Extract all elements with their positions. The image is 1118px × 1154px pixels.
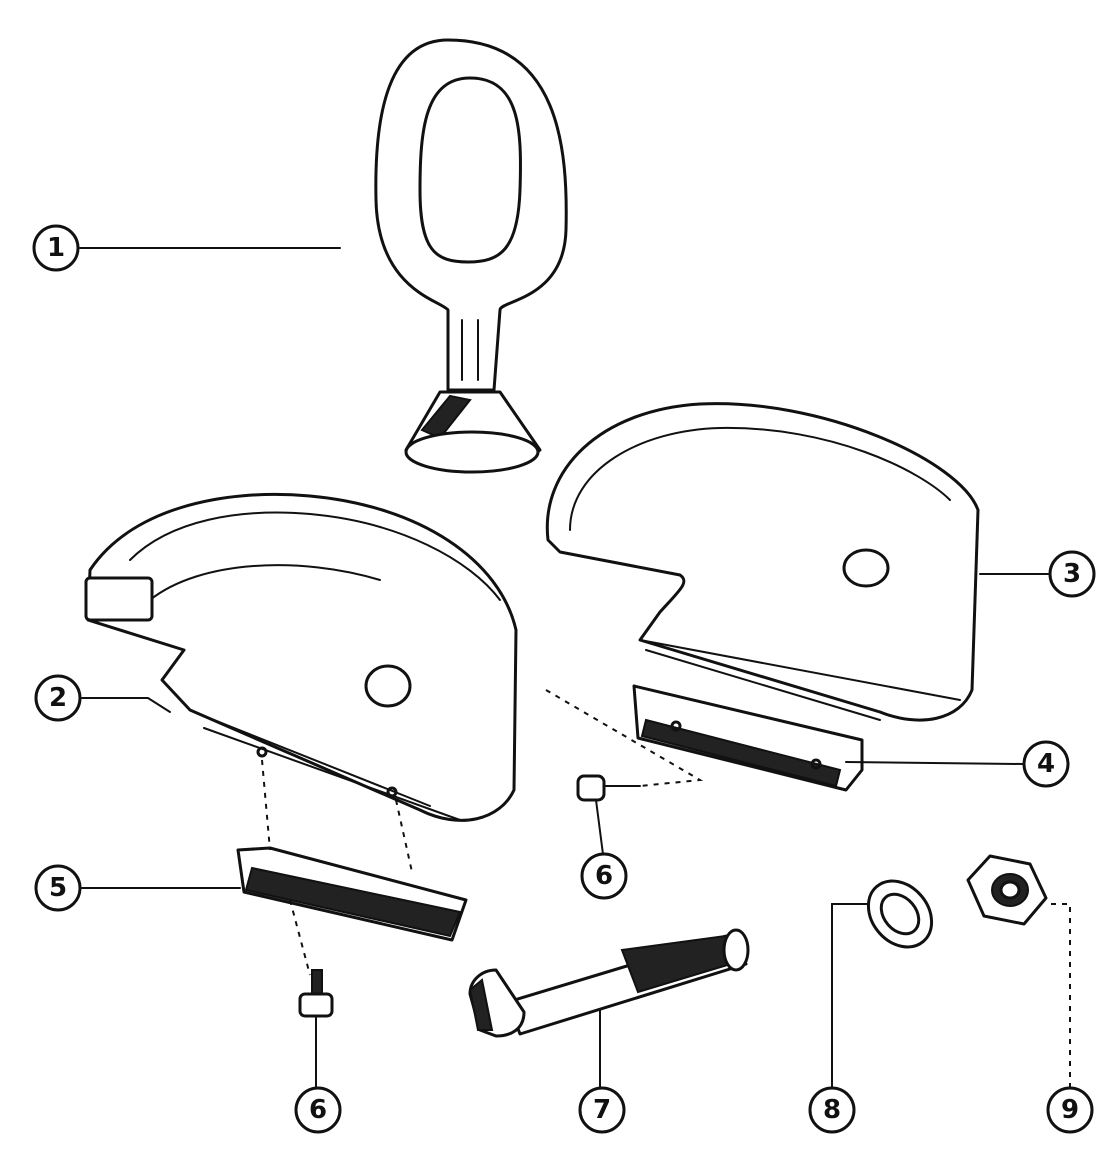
callout-4-label: 4 — [1037, 749, 1055, 779]
callout-2-label: 2 — [49, 683, 67, 713]
right-jaw-part — [545, 402, 980, 722]
assembly-guide-lines — [261, 689, 704, 976]
leader-lines — [79, 247, 1071, 1089]
callout-3: 3 — [1048, 550, 1096, 598]
callout-5-label: 5 — [49, 873, 67, 903]
screw-right-part — [576, 774, 641, 802]
handle-part — [374, 38, 568, 474]
callout-2: 2 — [34, 674, 82, 722]
callout-8: 8 — [808, 1086, 856, 1134]
nut-part — [966, 854, 1048, 926]
callout-6-left: 6 — [294, 1086, 342, 1134]
bolt-part — [468, 928, 750, 1038]
callout-7-label: 7 — [593, 1095, 611, 1125]
left-jaw-insert-part — [236, 846, 468, 942]
callout-1-label: 1 — [47, 233, 65, 263]
left-jaw-part — [84, 492, 518, 822]
callout-6-left-label: 6 — [309, 1095, 327, 1125]
washer-part — [866, 879, 934, 949]
callout-6-right: 6 — [580, 852, 628, 900]
screw-left-part — [298, 969, 334, 1018]
callout-1: 1 — [32, 224, 80, 272]
right-jaw-insert-part — [632, 684, 864, 792]
callout-9-label: 9 — [1061, 1095, 1079, 1125]
callout-8-label: 8 — [823, 1095, 841, 1125]
callout-9: 9 — [1046, 1086, 1094, 1134]
callout-4: 4 — [1022, 740, 1070, 788]
callout-6-right-label: 6 — [595, 861, 613, 891]
callout-5: 5 — [34, 864, 82, 912]
callout-7: 7 — [578, 1086, 626, 1134]
callout-3-label: 3 — [1063, 559, 1081, 589]
